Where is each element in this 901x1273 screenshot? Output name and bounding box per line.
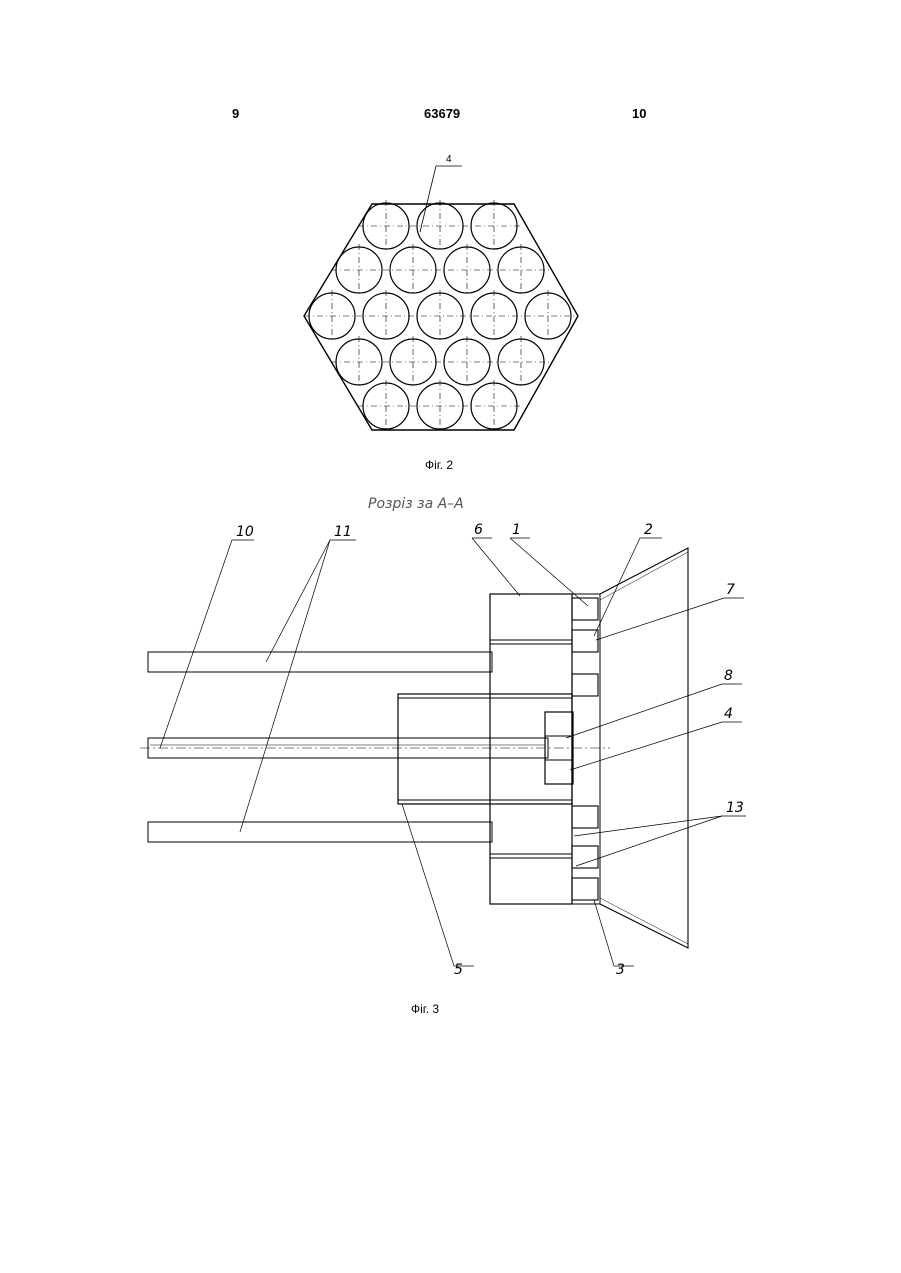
plate-cell [572, 878, 598, 900]
plate-cell [572, 674, 598, 696]
fig3-label-13: 13 [726, 800, 744, 816]
fig3-label-5: 5 [454, 962, 463, 978]
plate-cell [572, 846, 598, 868]
fig3-label-1: 1 [512, 522, 521, 538]
figure-3-caption: Фіг. 3 [411, 1002, 439, 1016]
fig3-label-6: 6 [474, 522, 483, 538]
fig3-label-11: 11 [334, 524, 352, 540]
section-title: Розріз за А–А [368, 496, 464, 512]
fig3-label-3: 3 [616, 962, 625, 978]
fig2-label-4: 4 [446, 154, 452, 165]
plate-cell [572, 806, 598, 828]
fig3-label-4: 4 [724, 706, 733, 722]
fig3-label-10: 10 [236, 524, 254, 540]
plate-cell [572, 598, 598, 620]
fig3-label-7: 7 [726, 582, 735, 598]
plate-cell [572, 630, 598, 652]
fig3-label-8: 8 [724, 668, 733, 684]
fig3-label-2: 2 [644, 522, 653, 538]
figure-2-caption: Фіг. 2 [425, 458, 453, 472]
